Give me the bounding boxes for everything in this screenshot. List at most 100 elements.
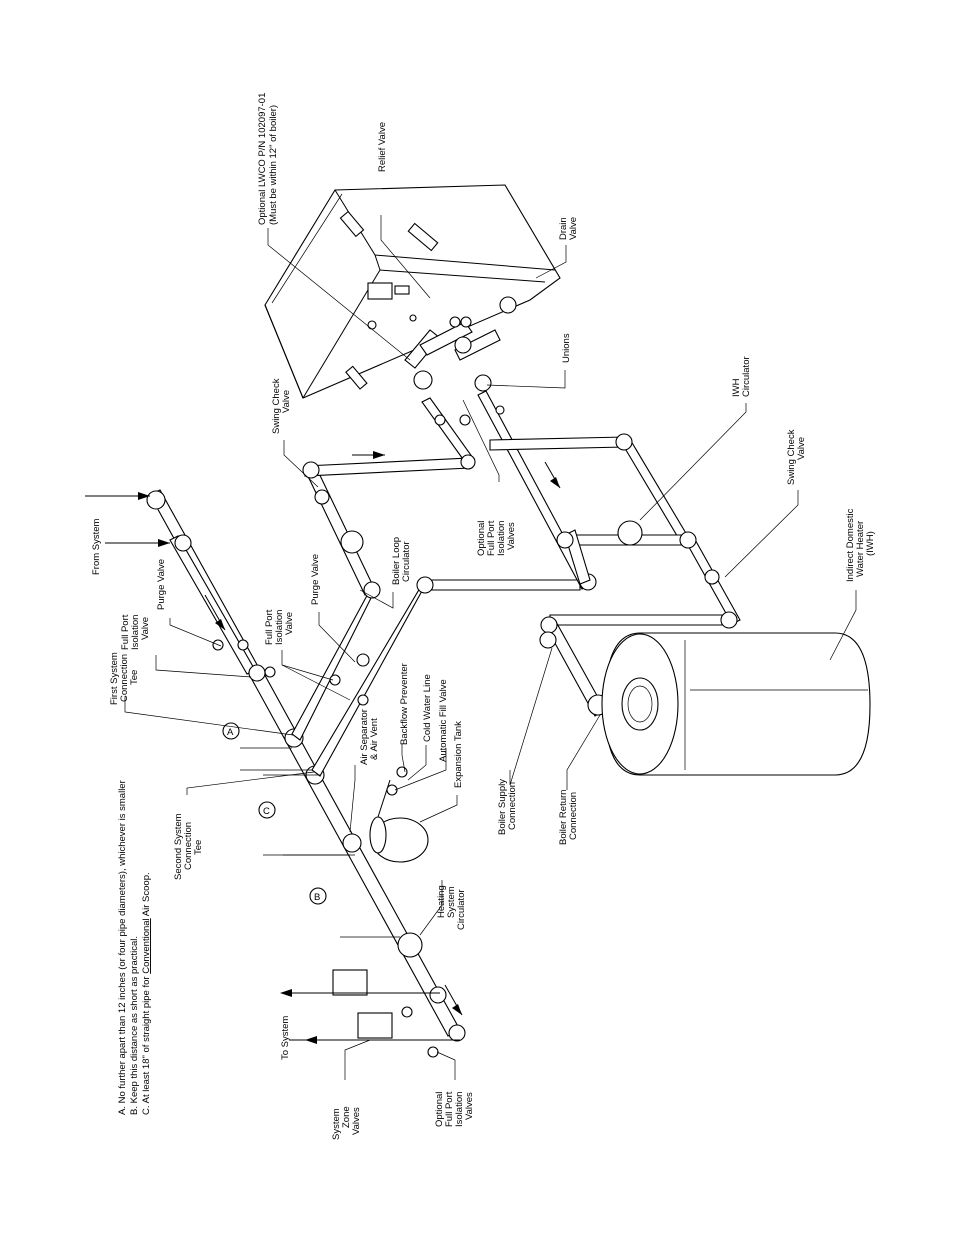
label-opt-iso-mid-line3: Isolation — [496, 521, 507, 556]
label-iwh-circulator-line2: Circulator — [741, 356, 752, 397]
label-indirect-line2: Water Heater — [855, 521, 866, 577]
zone-tee-1 — [429, 986, 447, 1004]
label-zone-valves-line3: Valves — [351, 1107, 362, 1135]
label-full-port-top-line2: Isolation — [130, 615, 141, 650]
label-opt-iso-bot-line3: Isolation — [454, 1092, 465, 1127]
iwh-swing-check-valve — [704, 569, 720, 585]
label-full-port-mid-line2: Isolation — [274, 610, 285, 645]
label-expansion: Expansion Tank — [453, 721, 464, 788]
loop-isolation-valve-2-icon — [459, 414, 471, 426]
drain-valve-icon — [449, 316, 461, 328]
label-backflow: Backflow Preventer — [399, 663, 410, 745]
boiler-display — [367, 282, 393, 300]
label-boiler-supply-line2: Connection — [507, 782, 518, 830]
label-cold-water: Cold Water Line — [422, 674, 433, 742]
label-full-port-top-line1: Full Port — [120, 614, 131, 650]
label-boiler-return-line1: Boiler Return — [558, 790, 569, 845]
boiler-loop-circulator — [340, 530, 364, 554]
label-opt-iso-bot-line1: Optional — [434, 1092, 445, 1127]
marker-c-circle — [258, 801, 276, 819]
label-zone-valves-line2: Zone — [341, 1106, 352, 1128]
leader-lines — [124, 215, 857, 1080]
label-opt-iso-mid-line1: Optional — [476, 521, 487, 556]
label-swing-check-right-line2: Valve — [796, 437, 807, 460]
notes-block: A. No further apart than 12 inches (or f… — [117, 780, 152, 1115]
marker-c: C — [263, 806, 270, 817]
lwco-union — [413, 370, 433, 390]
note-c-underline: Conventional — [141, 918, 152, 973]
note-c-suffix: Air Scoop. — [141, 872, 152, 918]
label-lwco-line1: Optional LWCO P/N 102097-01 — [257, 93, 268, 225]
marker-b-circle — [309, 887, 327, 905]
label-full-port-top-line3: Valve — [140, 617, 151, 640]
label-from-system: From System — [91, 518, 102, 575]
label-unions: Unions — [561, 333, 572, 363]
label-full-port-mid-line3: Valve — [284, 612, 295, 635]
label-swing-check-top-line1: Swing Check — [271, 378, 282, 434]
union-2 — [474, 374, 492, 392]
label-heating-circ-line1: Heating — [436, 885, 447, 918]
label-lwco-line2: (Must be within 12" of boiler) — [268, 105, 279, 225]
label-auto-fill: Automatic Fill Valve — [438, 679, 449, 762]
label-first-tee-line1: First System — [109, 652, 120, 705]
full-port-valve-mid-icon — [329, 674, 341, 686]
label-to-system: To System — [280, 1016, 291, 1060]
loop-isolation-valve-1-icon — [434, 414, 446, 426]
label-second-tee-line1: Second System — [173, 813, 184, 880]
label-purge-mid: Purge Valve — [310, 554, 321, 605]
label-opt-iso-mid-line2: Full Port — [486, 520, 497, 556]
label-opt-iso-bot-line2: Full Port — [444, 1091, 455, 1127]
from-system-return-elbow — [174, 534, 192, 552]
label-heating-circ-line3: Circulator — [456, 889, 467, 930]
expansion-tank — [369, 766, 429, 863]
boiler-control-knob — [367, 320, 377, 330]
boiler-port — [409, 314, 417, 322]
boiler — [264, 184, 561, 399]
label-boiler-supply-line1: Boiler Supply — [497, 779, 508, 835]
boiler-handle-top — [339, 210, 365, 238]
note-c-prefix: C. At least 18" of straight pipe for — [141, 974, 152, 1115]
boiler-handle-bottom — [345, 365, 368, 390]
zone-isolation-valve-2-icon — [427, 1046, 439, 1058]
purge-valve-mid-icon — [356, 653, 370, 667]
full-port-isolation-valve-top-icon — [237, 639, 249, 651]
label-opt-iso-bot-line4: Valves — [464, 1092, 475, 1120]
boiler-vent-cap — [499, 296, 517, 314]
label-zone-valves-line1: System — [331, 1108, 342, 1140]
from-system-elbow — [146, 490, 166, 510]
label-indirect-line3: (IWH) — [865, 531, 876, 556]
label-purge-top: Purge Valve — [156, 559, 167, 610]
air-separator — [342, 833, 362, 853]
label-drain-line1: Drain — [558, 217, 569, 240]
isolation-valve-handle-icon — [264, 666, 276, 678]
label-air-sep-line2: & Air Vent — [369, 718, 380, 760]
note-b: B. Keep this distance as short as practi… — [129, 936, 140, 1115]
label-heating-circ-line2: System — [446, 886, 457, 918]
boiler-display-2 — [394, 285, 410, 295]
iwh-loop — [489, 433, 741, 717]
indirect-water-heater — [601, 632, 871, 776]
zone-tee-2 — [448, 1024, 466, 1042]
zone-isolation-valve-1-icon — [401, 1006, 413, 1018]
label-air-sep-line1: Air Separator — [359, 709, 370, 765]
zone-valves — [280, 969, 460, 1058]
labels: Optional LWCO P/N 102097-01 (Must be wit… — [91, 93, 876, 1140]
boiler-piping — [404, 316, 501, 392]
drain-valve-handle-icon — [460, 316, 472, 328]
label-full-port-mid-line1: Full Port — [264, 609, 275, 645]
label-relief-valve: Relief Valve — [377, 122, 388, 172]
to-system-arrow-1 — [280, 989, 292, 997]
label-opt-iso-mid-line4: Valves — [506, 522, 517, 550]
boiler-handle-right — [407, 222, 439, 252]
backflow-preventer-icon — [396, 766, 408, 778]
label-drain-line2: Valve — [568, 217, 579, 240]
heating-circulator — [397, 932, 423, 958]
zone-valve-2 — [357, 1012, 393, 1039]
label-boiler-return-line2: Connection — [568, 792, 579, 840]
label-boiler-loop-line2: Circulator — [401, 541, 412, 582]
note-c: C. At least 18" of straight pipe for Con… — [141, 872, 152, 1115]
iwh-circulator — [617, 520, 643, 546]
label-iwh-circulator-line1: IWH — [731, 378, 742, 397]
zone-valve-1 — [332, 969, 368, 996]
